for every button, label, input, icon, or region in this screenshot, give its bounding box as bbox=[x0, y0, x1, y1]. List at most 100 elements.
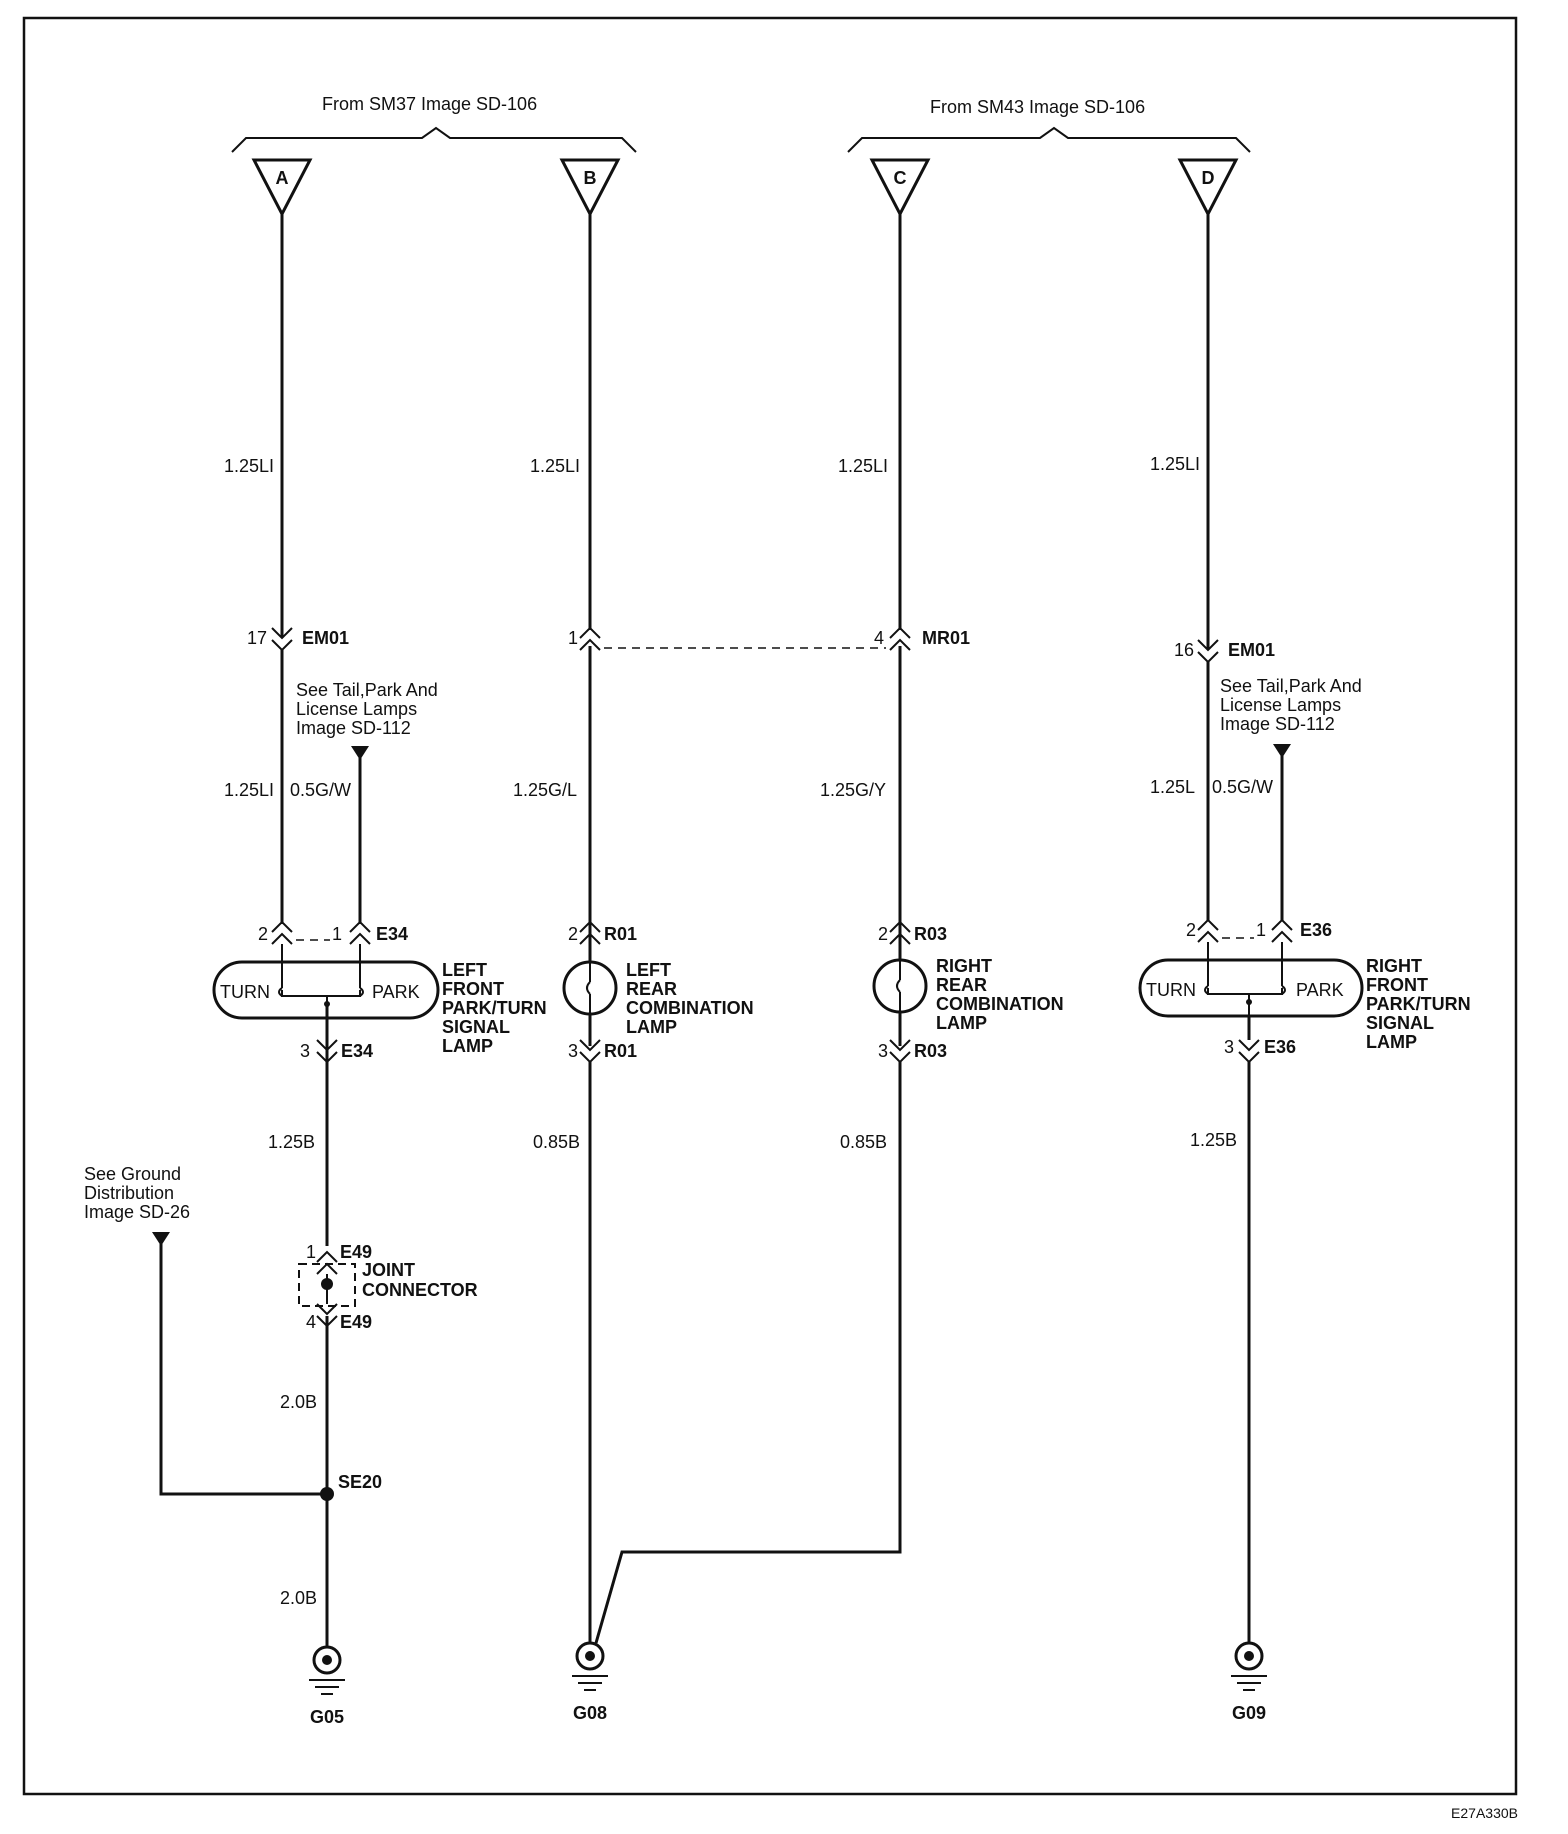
wire-d-park: 0.5G/W bbox=[1212, 777, 1273, 797]
svg-text:License Lamps: License Lamps bbox=[296, 699, 417, 719]
ground-g05: G05 bbox=[309, 1645, 345, 1727]
svg-text:FRONT: FRONT bbox=[1366, 975, 1428, 995]
svg-text:PARK/TURN: PARK/TURN bbox=[1366, 994, 1471, 1014]
source-label-right: From SM43 Image SD-106 bbox=[930, 97, 1145, 117]
svg-text:REAR: REAR bbox=[626, 979, 677, 999]
r01-top-name: R01 bbox=[604, 924, 637, 944]
svg-text:LAMP: LAMP bbox=[442, 1036, 493, 1056]
e49-bottom-pin: 4 bbox=[306, 1312, 316, 1332]
joint-connector-e49: 1 E49 4 E49 JOINT CONNECTOR bbox=[298, 1242, 478, 1332]
connector-e34-top: 2 1 E34 bbox=[258, 920, 408, 945]
terminal-d: D bbox=[1177, 158, 1239, 218]
left-rear-lamp bbox=[562, 960, 618, 1016]
diagram-frame bbox=[22, 16, 1518, 1796]
wire-d-top: 1.25LI bbox=[1150, 454, 1200, 474]
figure-code: E27A330B bbox=[1451, 1805, 1518, 1821]
e34-bottom-name: E34 bbox=[341, 1041, 373, 1061]
svg-text:Image SD-112: Image SD-112 bbox=[296, 718, 411, 738]
e36-top-name: E36 bbox=[1300, 920, 1332, 940]
wire-d-low: 1.25B bbox=[1190, 1130, 1237, 1150]
em01-left-pin: 17 bbox=[247, 628, 267, 648]
right-front-turn: TURN bbox=[1146, 980, 1196, 1000]
right-rear-lamp bbox=[872, 958, 928, 1014]
svg-text:REAR: REAR bbox=[936, 975, 987, 995]
wire-b-mid: 1.25G/L bbox=[513, 780, 577, 800]
splice-se20: SE20 bbox=[338, 1472, 382, 1492]
wire-c-mid: 1.25G/Y bbox=[820, 780, 886, 800]
svg-text:Distribution: Distribution bbox=[84, 1183, 174, 1203]
svg-text:See Tail,Park And: See Tail,Park And bbox=[296, 680, 438, 700]
connector-e36-bottom: 3 E36 bbox=[1224, 1037, 1296, 1064]
connector-r01-bottom: 3 R01 bbox=[568, 1039, 637, 1064]
terminal-d-label: D bbox=[1202, 168, 1215, 188]
terminal-b: B bbox=[559, 158, 621, 218]
r03-bottom-pin: 3 bbox=[878, 1041, 888, 1061]
ground-g09-label: G09 bbox=[1232, 1703, 1266, 1723]
svg-text:LAMP: LAMP bbox=[936, 1013, 987, 1033]
em01-left-name: EM01 bbox=[302, 628, 349, 648]
svg-text:LEFT: LEFT bbox=[442, 960, 487, 980]
e34-bottom-pin: 3 bbox=[300, 1041, 310, 1061]
note-tail-left: See Tail,Park And License Lamps Image SD… bbox=[296, 680, 438, 738]
e34-top-pin-park: 1 bbox=[332, 924, 342, 944]
circuit-d bbox=[1206, 214, 1291, 1644]
wire-b-top: 1.25LI bbox=[530, 456, 580, 476]
svg-text:Image SD-112: Image SD-112 bbox=[1220, 714, 1335, 734]
source-label-left: From SM37 Image SD-106 bbox=[322, 94, 537, 114]
svg-text:PARK/TURN: PARK/TURN bbox=[442, 998, 547, 1018]
connector-em01-left: 17 EM01 bbox=[247, 627, 349, 652]
connector-r03-bottom: 3 R03 bbox=[878, 1039, 947, 1064]
connector-em01-right: 16 EM01 bbox=[1174, 639, 1275, 664]
svg-text:Image SD-26: Image SD-26 bbox=[84, 1202, 190, 1222]
r01-top-pin: 2 bbox=[568, 924, 578, 944]
note-ground-distribution: See Ground Distribution Image SD-26 bbox=[84, 1164, 190, 1222]
mr01-pin-left: 1 bbox=[568, 628, 578, 648]
e49-bottom-name: E49 bbox=[340, 1312, 372, 1332]
ground-g09: G09 bbox=[1231, 1641, 1267, 1723]
terminal-c: C bbox=[869, 158, 931, 218]
r01-bottom-name: R01 bbox=[604, 1041, 637, 1061]
wire-a-gnd2: 2.0B bbox=[280, 1588, 317, 1608]
connector-e34-bottom: 3 E34 bbox=[300, 1018, 373, 1064]
svg-text:COMBINATION: COMBINATION bbox=[626, 998, 754, 1018]
connector-r01-top: 2 R01 bbox=[568, 920, 637, 945]
circuit-c bbox=[594, 214, 902, 1644]
r03-top-pin: 2 bbox=[878, 924, 888, 944]
wire-a-park: 0.5G/W bbox=[290, 780, 351, 800]
left-rear-label: LEFT REAR COMBINATION LAMP bbox=[626, 960, 754, 1037]
svg-text:License Lamps: License Lamps bbox=[1220, 695, 1341, 715]
terminal-b-label: B bbox=[584, 168, 597, 188]
wire-b-low: 0.85B bbox=[533, 1132, 580, 1152]
wire-a-top: 1.25LI bbox=[224, 456, 274, 476]
svg-text:LEFT: LEFT bbox=[626, 960, 671, 980]
source-brace-right: From SM43 Image SD-106 bbox=[847, 97, 1251, 153]
left-front-lamp: TURN PARK bbox=[212, 944, 440, 1020]
left-front-park: PARK bbox=[372, 982, 420, 1002]
ground-g08: G08 bbox=[572, 1641, 608, 1723]
wire-a-mid: 1.25LI bbox=[224, 780, 274, 800]
wire-c-low: 0.85B bbox=[840, 1132, 887, 1152]
wire-d-mid: 1.25L bbox=[1150, 777, 1195, 797]
ground-g05-label: G05 bbox=[310, 1707, 344, 1727]
e49-top-name: E49 bbox=[340, 1242, 372, 1262]
left-front-turn: TURN bbox=[220, 982, 270, 1002]
svg-text:See Ground: See Ground bbox=[84, 1164, 181, 1184]
note-tail-right: See Tail,Park And License Lamps Image SD… bbox=[1220, 676, 1362, 734]
svg-text:LAMP: LAMP bbox=[1366, 1032, 1417, 1052]
e36-top-pin-park: 1 bbox=[1256, 920, 1266, 940]
svg-text:FRONT: FRONT bbox=[442, 979, 504, 999]
r03-top-name: R03 bbox=[914, 924, 947, 944]
connector-mr01: 1 4 MR01 bbox=[568, 626, 970, 651]
right-front-park: PARK bbox=[1296, 980, 1344, 1000]
em01-right-name: EM01 bbox=[1228, 640, 1275, 660]
connector-e36-top: 2 1 E36 bbox=[1186, 918, 1332, 943]
svg-text:LAMP: LAMP bbox=[626, 1017, 677, 1037]
terminal-a: A bbox=[251, 158, 313, 218]
terminal-a-label: A bbox=[276, 168, 289, 188]
mr01-name: MR01 bbox=[922, 628, 970, 648]
right-front-label: RIGHT FRONT PARK/TURN SIGNAL LAMP bbox=[1366, 956, 1471, 1052]
terminal-c-label: C bbox=[894, 168, 907, 188]
r01-bottom-pin: 3 bbox=[568, 1041, 578, 1061]
source-brace-left: From SM37 Image SD-106 bbox=[231, 94, 637, 153]
